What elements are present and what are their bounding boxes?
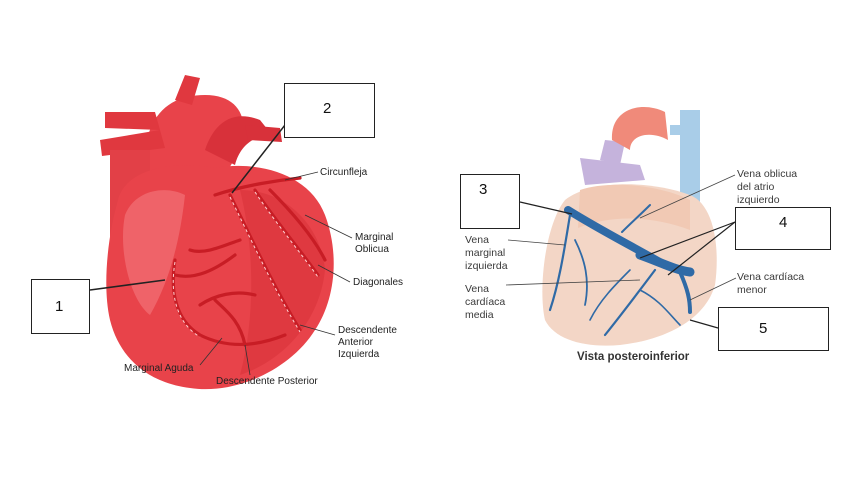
caption-vista-posteroinferior: Vista posteroinferior	[577, 351, 690, 363]
svc-top	[670, 125, 700, 135]
leader-descendente-posterior	[244, 344, 251, 376]
answer-box-5-number: 5	[759, 320, 768, 337]
leader-vena-oblicua	[639, 174, 736, 219]
leader-vena-menor	[689, 277, 737, 301]
label-circunfleja: Circunfleja	[320, 167, 368, 178]
answer-box-1-number: 1	[55, 298, 64, 315]
circumflex-artery	[213, 176, 302, 197]
label-vena-oblicua-1: Vena oblicua	[737, 168, 798, 180]
label-vena-marginal-2: marginal	[465, 247, 506, 259]
artery-highlight-1	[229, 196, 301, 333]
left-ventricle-shade	[240, 190, 325, 375]
connector-box-4b	[667, 221, 736, 276]
leader-diagonales	[317, 264, 351, 283]
label-descendente-posterior: Descendente Posterior	[216, 376, 318, 387]
label-vena-oblicua-3: izquierdo	[737, 194, 780, 206]
pulmonary-veins-purple	[580, 158, 645, 185]
label-vena-menor-1: Vena cardíaca	[737, 271, 805, 283]
left-marginal-branch	[574, 239, 588, 306]
connector-box-4a	[639, 221, 736, 259]
left-heart-illustration	[89, 75, 353, 390]
right-heart-illustration	[505, 107, 737, 346]
branch-b	[198, 291, 257, 307]
answer-box-3[interactable]: 3	[460, 174, 520, 229]
connector-box-5	[689, 319, 719, 329]
left-marginal-vein	[548, 213, 572, 312]
label-marginal-oblicua-2: Oblicua	[355, 244, 389, 255]
middle-branch-2	[639, 289, 681, 326]
label-descendente-anterior-2: Anterior	[338, 337, 374, 348]
aorta-branch-1	[105, 112, 160, 130]
answer-box-4-number: 4	[779, 214, 788, 231]
aorta-arch	[144, 95, 244, 180]
branch-a	[188, 238, 242, 253]
artery-highlight-3	[172, 261, 201, 338]
label-diagonales: Diagonales	[353, 277, 404, 288]
leader-marginal-oblicua	[304, 214, 353, 239]
posterior-descending	[213, 298, 247, 347]
leader-marginal-aguda	[199, 337, 223, 366]
aorta-branch-3	[175, 75, 200, 105]
diagonal-branch-1	[253, 188, 320, 277]
leader-vena-marginal	[507, 239, 566, 246]
answer-box-2[interactable]: 2	[284, 83, 375, 138]
label-marginal-aguda: Marginal Aguda	[124, 363, 194, 374]
label-vena-menor-2: menor	[737, 284, 767, 296]
answer-box-5[interactable]: 5	[718, 307, 829, 351]
connector-box-1	[89, 279, 166, 291]
label-vena-marginal-1: Vena	[465, 234, 489, 246]
label-vena-marginal-3: izquierda	[465, 260, 508, 272]
leader-descendente-anterior	[299, 324, 336, 336]
label-marginal-oblicua-1: Marginal	[355, 232, 394, 243]
label-vena-media-2: cardíaca	[465, 296, 506, 308]
answer-box-2-number: 2	[323, 100, 332, 117]
label-descendente-anterior-3: Izquierda	[338, 349, 380, 360]
label-vena-media-3: media	[465, 309, 494, 321]
small-cardiac-vein	[678, 270, 692, 314]
diagonal-branch-2	[268, 188, 327, 262]
aorta-right	[611, 107, 668, 150]
answer-box-1[interactable]: 1	[31, 279, 90, 334]
oblique-vein	[621, 204, 651, 233]
label-descendente-anterior-1: Descendente	[338, 325, 397, 336]
middle-branch-1	[589, 269, 631, 321]
label-vena-oblicua-2: del atrio	[737, 181, 775, 193]
pulmonary-vein-2	[600, 140, 625, 165]
pulmonary-branch	[245, 125, 282, 142]
answer-box-4[interactable]: 4	[735, 207, 831, 250]
middle-cardiac-vein	[603, 268, 657, 337]
leader-vena-media	[505, 279, 641, 286]
answer-box-3-number: 3	[479, 181, 488, 198]
connector-box-2	[231, 124, 286, 194]
acute-marginal	[173, 253, 237, 278]
label-vena-media-1: Vena	[465, 283, 489, 295]
leader-circunfleja	[284, 171, 319, 181]
connector-box-3	[519, 201, 573, 215]
aorta-branch-2	[100, 130, 165, 156]
artery-highlight-2	[254, 191, 319, 278]
left-anterior-descending	[228, 193, 302, 332]
heart-atrium-right	[578, 184, 690, 230]
